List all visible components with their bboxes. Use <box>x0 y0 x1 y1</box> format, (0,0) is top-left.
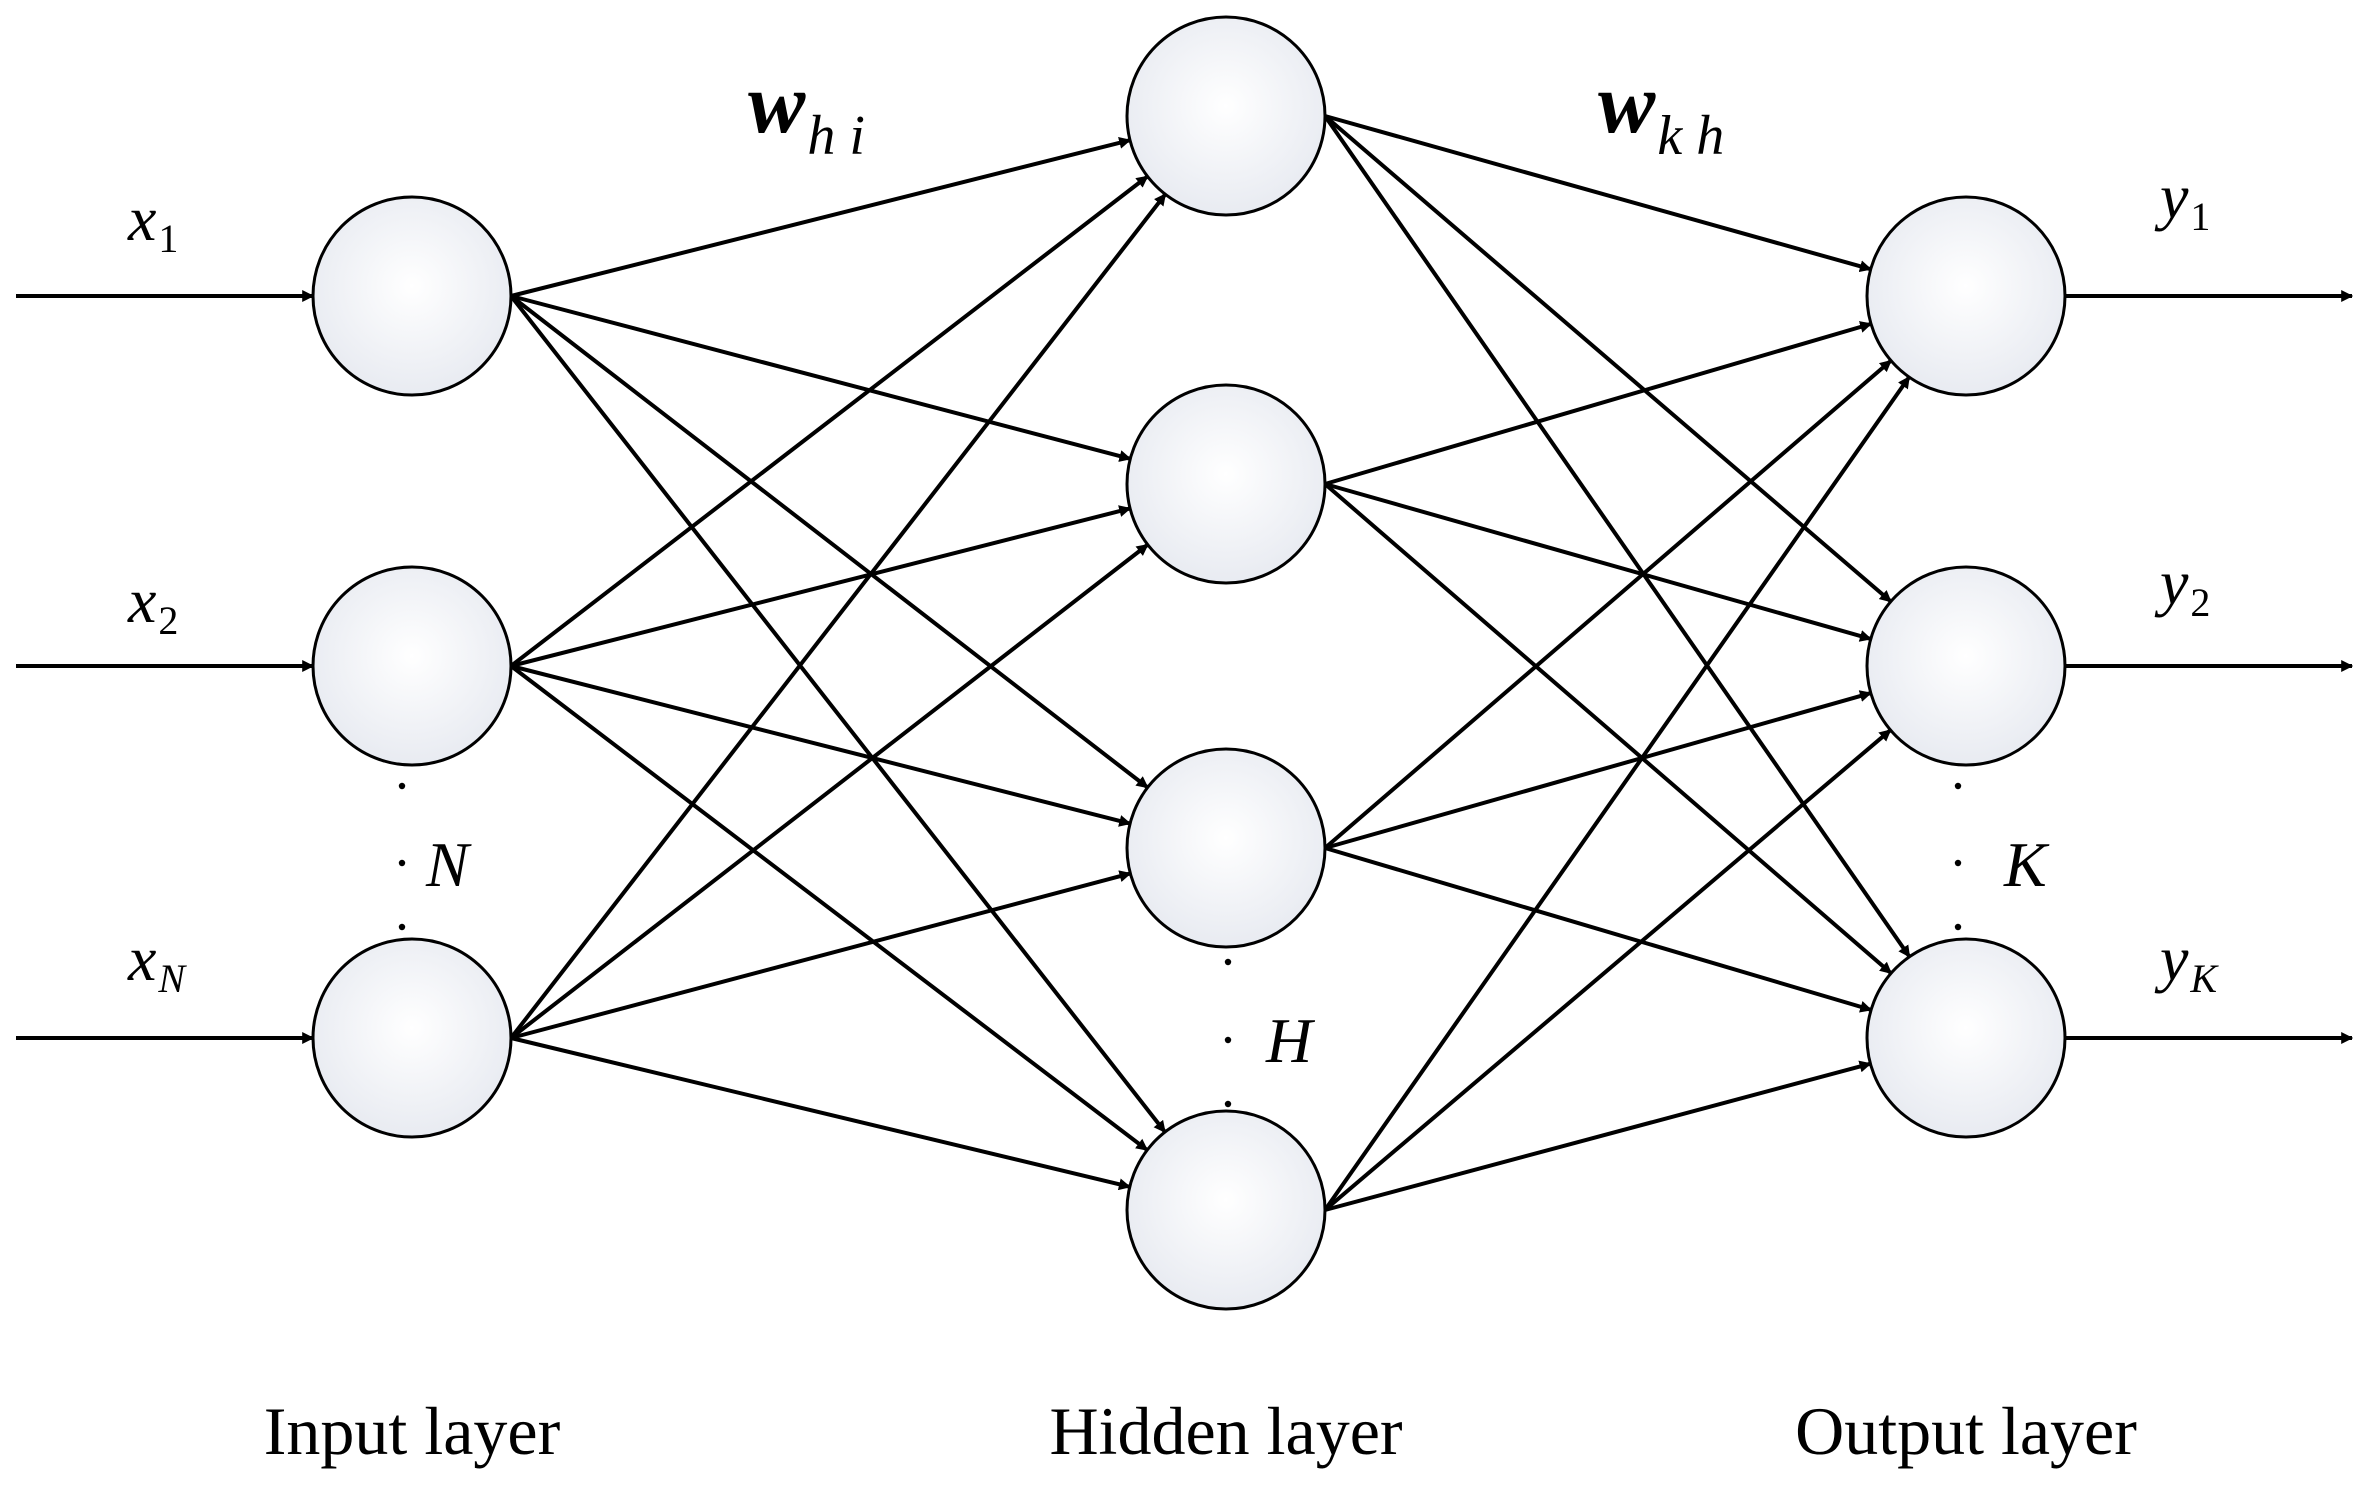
edge-hidden-output-4-3 <box>1324 1060 1872 1212</box>
hidden-count-label: H <box>1265 1005 1316 1076</box>
hidden-node-3 <box>1125 747 1327 949</box>
edge-hidden-output-2-1 <box>1324 321 1873 486</box>
input-label-n: xN <box>127 923 187 1001</box>
edge-input-hidden-1-1 <box>510 136 1132 298</box>
edge-input-hidden-2-2 <box>510 505 1132 668</box>
input-layer-caption: Input layer <box>264 1393 561 1469</box>
edge-input-hidden-1-4 <box>509 294 1167 1134</box>
hidden-layer-caption: Hidden layer <box>1049 1393 1402 1469</box>
nodes <box>311 15 2067 1311</box>
output-label-2: y2 <box>2154 547 2210 625</box>
edge-input-hidden-3-1 <box>509 193 1167 1040</box>
weight-label-hidden-output: wk h <box>1598 55 1724 167</box>
hidden-ellipsis <box>1224 958 1232 1108</box>
input-count-label: N <box>425 829 472 900</box>
hidden-node-1 <box>1125 15 1327 217</box>
input-ellipsis <box>398 782 406 931</box>
output-layer-caption: Output layer <box>1795 1393 2137 1469</box>
output-count-label: K <box>2003 829 2050 900</box>
output-node-2 <box>1865 565 2067 767</box>
input-label-2: x2 <box>127 565 178 643</box>
output-node-3 <box>1865 937 2067 1139</box>
hidden-node-2 <box>1125 383 1327 585</box>
edge-input-hidden-3-2 <box>509 543 1149 1040</box>
edge-input-hidden-3-4 <box>510 1036 1131 1191</box>
edge-hidden-output-2-3 <box>1323 482 1893 975</box>
edge-input-hidden-1-2 <box>510 294 1132 462</box>
edge-hidden-output-2-2 <box>1324 482 1872 642</box>
edge-input-hidden-3-3 <box>510 870 1132 1040</box>
output-label-k: yK <box>2154 923 2219 1001</box>
input-node-3 <box>311 937 513 1139</box>
input-node-2 <box>311 565 513 767</box>
edge-input-hidden-1-3 <box>509 294 1149 790</box>
edge-input-hidden-2-1 <box>509 174 1149 668</box>
output-label-1: y1 <box>2154 161 2210 239</box>
edge-input-hidden-2-3 <box>510 664 1132 827</box>
edge-hidden-output-3-1 <box>1323 359 1893 850</box>
edge-hidden-output-3-2 <box>1324 690 1872 850</box>
edge-hidden-output-4-1 <box>1323 375 1911 1212</box>
io-arrows <box>16 290 2354 1044</box>
input-node-1 <box>311 195 513 397</box>
output-ellipsis <box>1954 782 1962 931</box>
edge-hidden-output-3-3 <box>1324 846 1873 1013</box>
edge-hidden-output-1-3 <box>1323 114 1912 958</box>
input-label-1: x1 <box>127 183 178 261</box>
edge-hidden-output-1-1 <box>1324 114 1872 273</box>
output-node-1 <box>1865 195 2067 397</box>
hidden-node-4 <box>1125 1109 1327 1311</box>
connections <box>509 114 1912 1212</box>
edge-hidden-output-4-2 <box>1323 728 1892 1212</box>
edge-hidden-output-1-2 <box>1323 114 1893 604</box>
edge-input-hidden-2-4 <box>509 664 1149 1152</box>
weight-label-input-hidden: wh i <box>748 55 865 167</box>
